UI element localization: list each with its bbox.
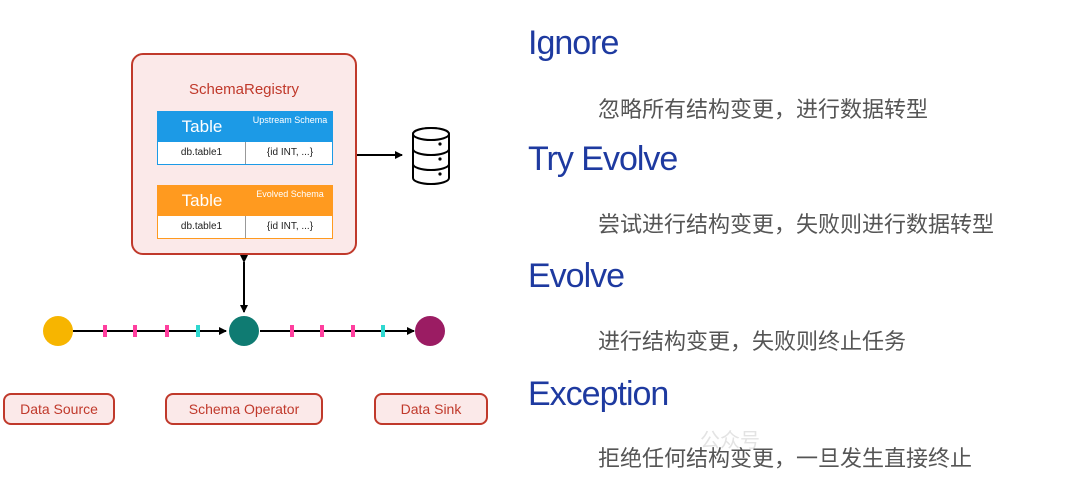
mode-title-try-evolve: Try Evolve bbox=[528, 140, 678, 178]
event-tick bbox=[290, 325, 294, 337]
schema-registry-panel: SchemaRegistry Table Upstream Schema db.… bbox=[131, 53, 357, 255]
upstream-table-schema: {id INT, ...} bbox=[266, 147, 314, 158]
watermark-text: 公众号 bbox=[700, 430, 760, 452]
evolved-table-name: db.table1 bbox=[158, 216, 246, 238]
mode-desc-try-evolve: 尝试进行结构变更，失败则进行数据转型 bbox=[598, 212, 995, 237]
evolved-table-row: db.table1 {id INT, ...} bbox=[158, 216, 332, 238]
event-tick bbox=[133, 325, 137, 337]
event-tick bbox=[351, 325, 355, 337]
source-node bbox=[43, 316, 73, 346]
pipeline-diagram bbox=[43, 127, 450, 346]
mode-title-exception: Exception bbox=[528, 375, 669, 413]
event-tick bbox=[320, 325, 324, 337]
event-tick bbox=[165, 325, 169, 337]
mode-desc-evolve: 进行结构变更，失败则终止任务 bbox=[598, 329, 907, 354]
data-sink-label: Data Sink bbox=[374, 393, 488, 425]
mode-title-evolve: Evolve bbox=[528, 257, 625, 295]
upstream-table: Table Upstream Schema db.table1 {id INT,… bbox=[157, 111, 333, 165]
schema-operator-label: Schema Operator bbox=[165, 393, 323, 425]
evolved-table: Table Evolved Schema db.table1 {id INT, … bbox=[157, 185, 333, 239]
event-tick bbox=[103, 325, 107, 337]
sink-node bbox=[415, 316, 445, 346]
database-icon bbox=[412, 127, 450, 185]
mode-desc-exception: 拒绝任何结构变更，一旦发生直接终止 bbox=[598, 446, 973, 471]
operator-node bbox=[229, 316, 259, 346]
upstream-table-header: Table Upstream Schema bbox=[158, 112, 332, 142]
upstream-schema-label: Upstream Schema bbox=[252, 115, 328, 125]
evolved-schema-label: Evolved Schema bbox=[256, 189, 324, 199]
mode-desc-ignore: 忽略所有结构变更，进行数据转型 bbox=[598, 97, 929, 122]
evolved-table-label: Table bbox=[181, 191, 223, 210]
mode-title-ignore: Ignore bbox=[528, 24, 619, 62]
upstream-table-name: db.table1 bbox=[158, 142, 246, 164]
evolved-table-schema: {id INT, ...} bbox=[266, 221, 314, 232]
evolved-table-header: Table Evolved Schema bbox=[158, 186, 332, 216]
event-tick bbox=[381, 325, 385, 337]
upstream-table-row: db.table1 {id INT, ...} bbox=[158, 142, 332, 164]
upstream-table-label: Table bbox=[181, 117, 223, 136]
registry-title: SchemaRegistry bbox=[188, 81, 300, 98]
event-tick bbox=[196, 325, 200, 337]
data-source-label: Data Source bbox=[3, 393, 115, 425]
